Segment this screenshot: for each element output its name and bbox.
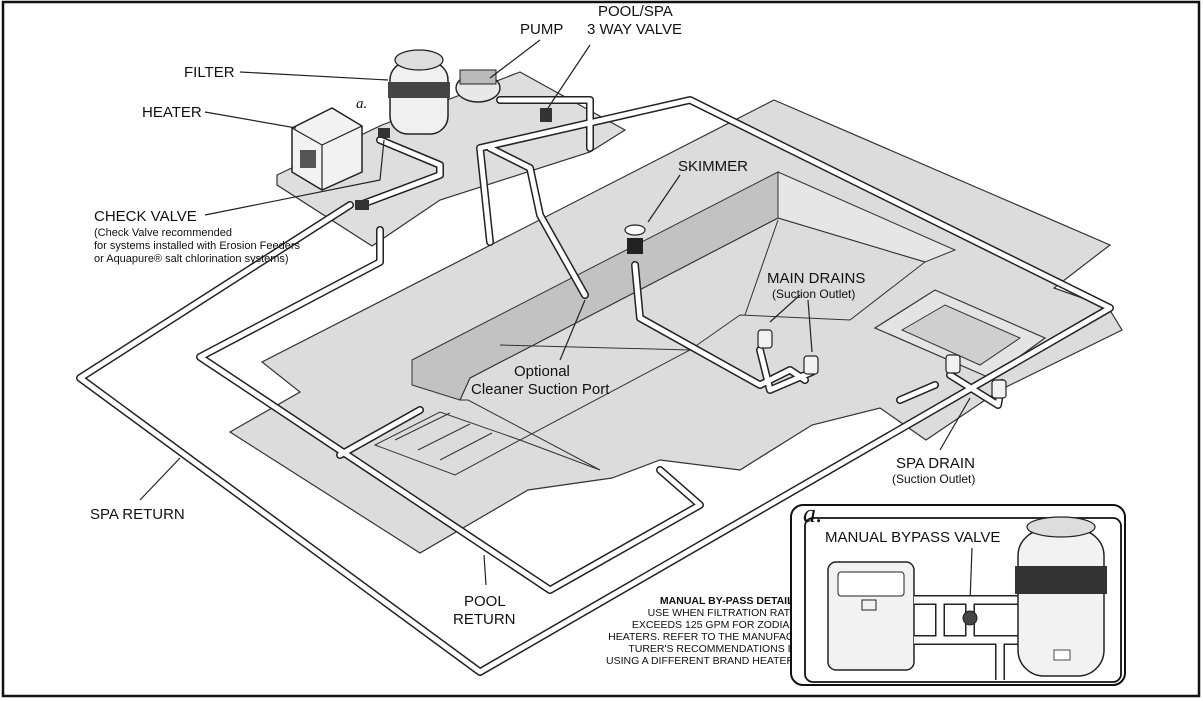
label-heater: HEATER — [142, 104, 202, 121]
spa-inner — [900, 304, 1022, 366]
heater-unit — [291, 107, 363, 191]
leader-lines — [139, 39, 971, 586]
filter-unit — [388, 49, 450, 135]
skimmer-unit — [624, 224, 646, 254]
three-way-valve — [540, 108, 552, 122]
pool-deck — [228, 99, 1123, 554]
label-filter: FILTER — [184, 64, 235, 81]
check-valve — [378, 128, 390, 138]
label-skimmer: SKIMMER — [678, 158, 748, 175]
label-main-drains-sub: (Suction Outlet) — [772, 287, 855, 301]
pool-basin — [459, 217, 927, 471]
note-line-3: EXCEEDS 125 GPM FOR ZODIAC — [632, 619, 798, 631]
label-spa-drain-sub: (Suction Outlet) — [892, 472, 975, 486]
label-pump: PUMP — [520, 21, 563, 38]
detail-pipes — [914, 595, 1020, 680]
label-marker-a: a. — [356, 96, 367, 112]
pool-floor-line — [499, 219, 779, 351]
detail-leader — [969, 547, 973, 603]
note-line-5: TURER'S RECOMMENDATIONS IF — [628, 643, 797, 655]
label-check-valve: CHECK VALVE — [94, 208, 197, 225]
detail-bypass-valve — [962, 610, 978, 626]
note-line-1: MANUAL BY-PASS DETAIL: — [660, 595, 797, 607]
note-line-4: HEATERS. REFER TO THE MANUFAC- — [608, 631, 797, 643]
detail-title: MANUAL BYPASS VALVE — [825, 529, 1000, 546]
pipe-runs — [76, 96, 1114, 676]
detail-filter — [1015, 516, 1107, 677]
bypass-detail-inset: a. MANUAL BYPASS VALVE — [790, 499, 1126, 686]
pool-steps — [373, 411, 522, 476]
label-spa-return: SPA RETURN — [90, 506, 185, 523]
label-check-note-1: (Check Valve recommended — [94, 227, 232, 239]
label-check-note-2: for systems installed with Erosion Feede… — [94, 240, 301, 252]
pump-unit — [455, 69, 501, 103]
label-main-drains: MAIN DRAINS — [767, 270, 865, 287]
label-check-note-3: or Aquapure® salt chlorination systems) — [94, 253, 289, 265]
label-valve-1: POOL/SPA — [598, 3, 673, 20]
label-valve-2: 3 WAY VALVE — [587, 21, 682, 38]
main-drain-covers — [757, 329, 1007, 399]
detail-heater — [827, 561, 915, 671]
bypass-note: MANUAL BY-PASS DETAIL: USE WHEN FILTRATI… — [606, 595, 797, 667]
detail-marker: a. — [803, 499, 823, 528]
label-cleaner-1: Optional — [514, 363, 570, 380]
label-spa-drain: SPA DRAIN — [896, 455, 975, 472]
note-line-6: USING A DIFFERENT BRAND HEATER. — [606, 655, 797, 667]
label-pool-return-1: POOL — [464, 593, 506, 610]
label-pool-return-2: RETURN — [453, 611, 516, 628]
label-cleaner-2: Cleaner Suction Port — [471, 381, 610, 398]
check-valve-2 — [355, 200, 369, 210]
note-line-2: USE WHEN FILTRATION RATE — [648, 607, 797, 619]
